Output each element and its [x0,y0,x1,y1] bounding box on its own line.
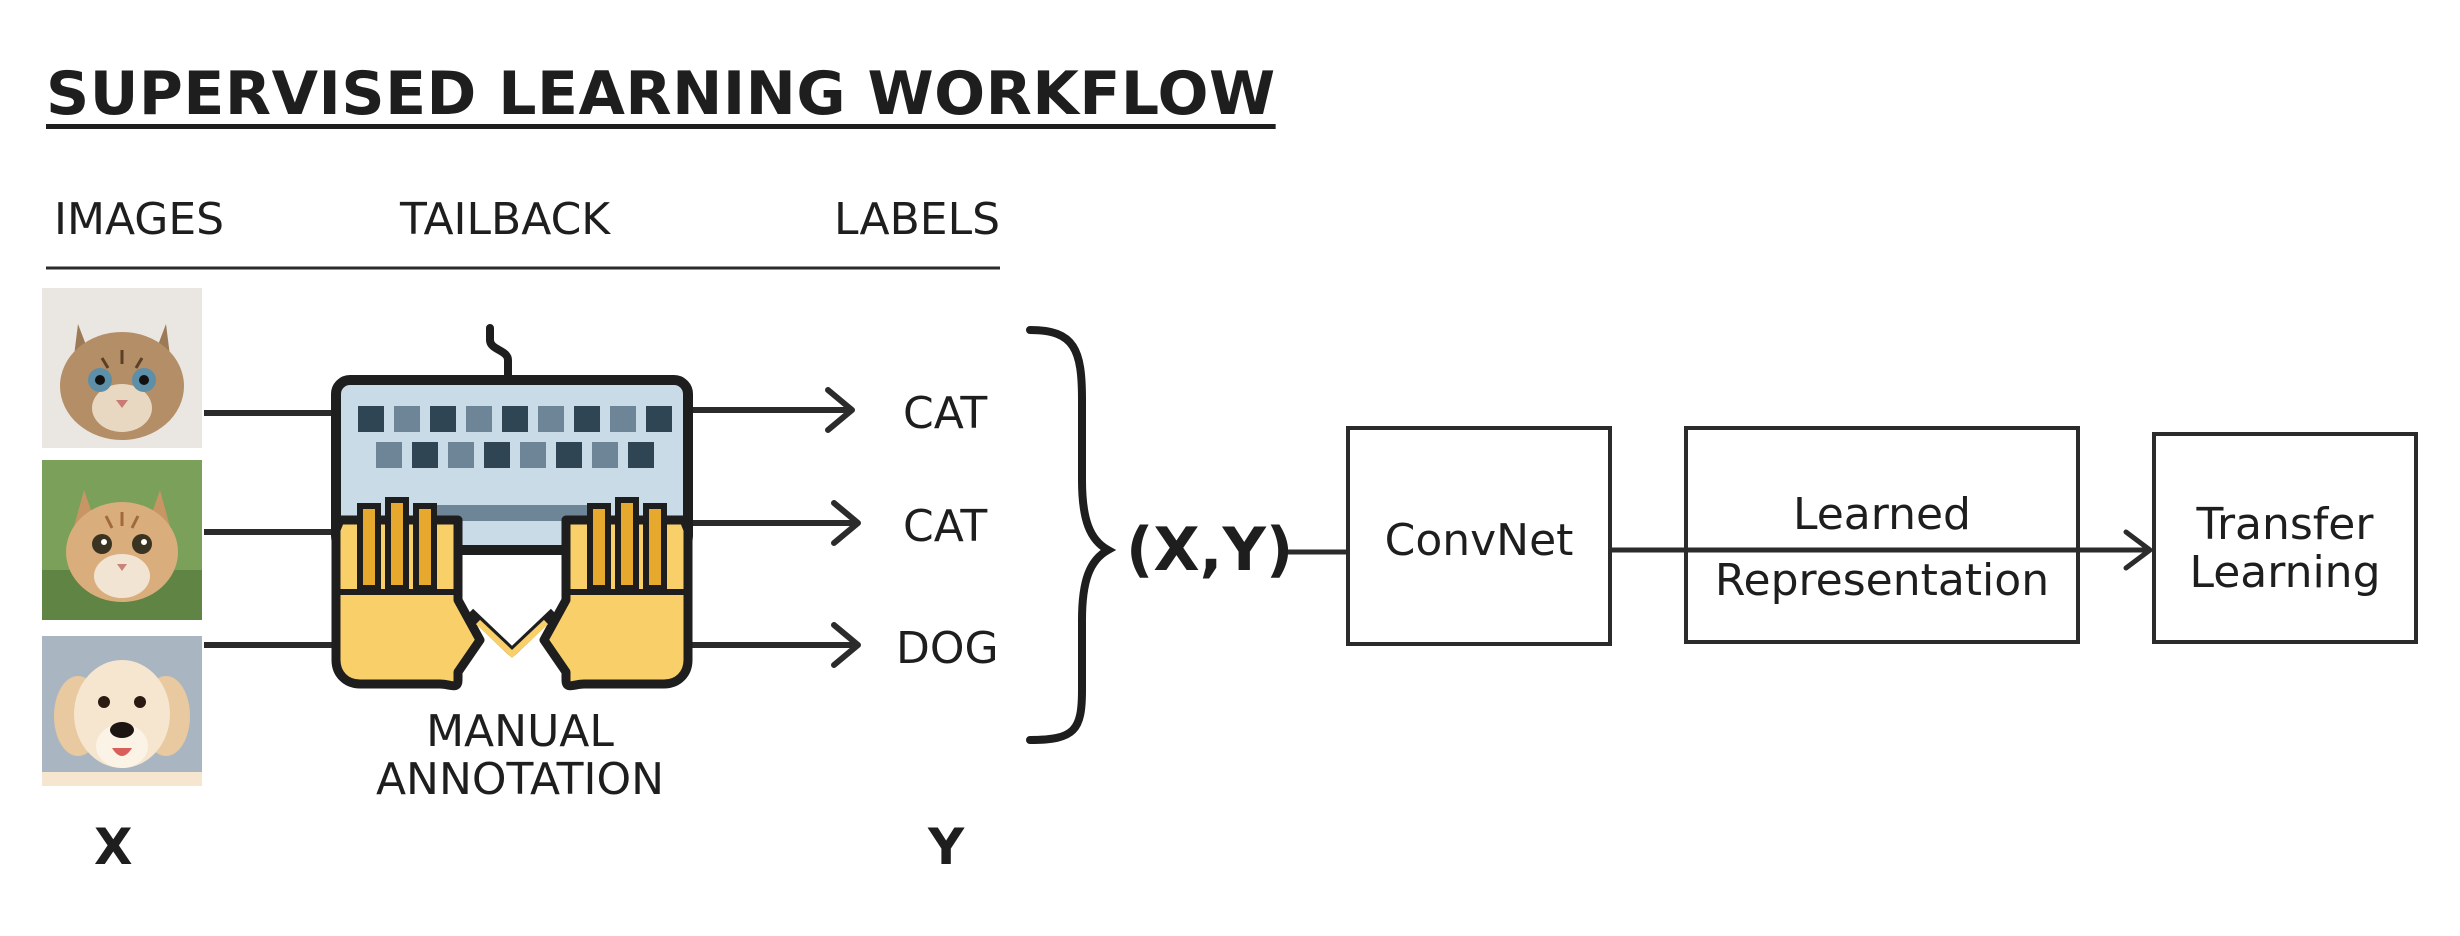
y-variable-label: Y [928,818,965,876]
label-cat-1: CAT [903,388,988,439]
convnet-box [1346,426,1612,646]
transfer-learning-box [2152,432,2418,644]
annotation-caption-line2: ANNOTATION [375,754,665,805]
label-dog: DOG [896,623,999,674]
xy-pair-label: (X,Y) [1126,515,1294,585]
curly-brace [1026,326,1117,744]
labels-header: LABELS [834,194,1001,245]
representation-arrow [1609,529,2153,571]
kitten-icon [42,460,202,620]
label-arrow-1 [687,387,855,433]
tailback-header: TAILBACK [400,194,611,245]
label-cat-2: CAT [903,501,988,552]
label-arrow-3 [687,622,861,668]
learned-label-line1: Learned [1793,489,1971,540]
keyboard-hands-icon [331,324,693,691]
x-variable-label: X [94,818,133,876]
transfer-label-line2: Learning [2189,547,2381,598]
cat-photo-1 [42,288,202,448]
convnet-label: ConvNet [1384,515,1574,566]
learned-label-line2: Representation [1714,555,2050,606]
page-title: SUPERVISED LEARNING WORKFLOW [46,59,1276,129]
dog-icon [42,636,202,786]
learned-representation-box [1684,426,2080,644]
label-arrow-2 [687,500,861,546]
images-header: IMAGES [54,194,225,245]
cat-icon [42,288,202,448]
transfer-label-line1: Transfer [2196,499,2374,550]
cat-photo-2 [42,460,202,620]
dog-photo [42,636,202,786]
annotation-caption-line1: MANUAL [426,706,614,757]
